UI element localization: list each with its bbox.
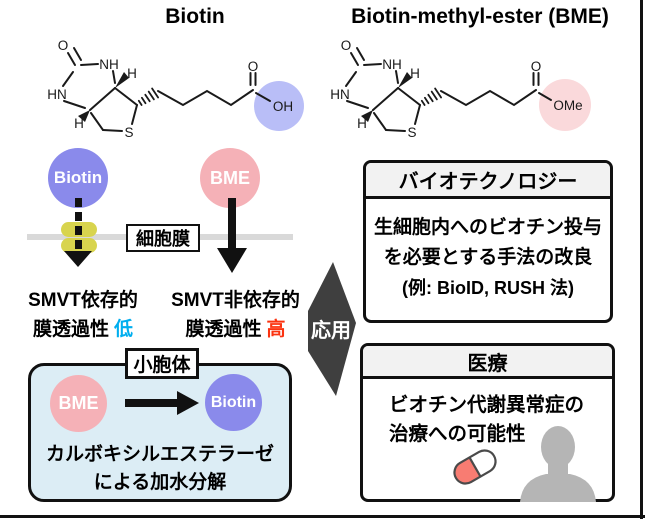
medical-header: 医療 — [363, 346, 612, 379]
atom-label: OMe — [553, 98, 582, 113]
biotin-wedge-bonds — [78, 72, 129, 122]
title-bme: Biotin-methyl-ester (BME) — [351, 5, 609, 28]
bme-bonds — [345, 47, 552, 132]
caption-line1: カルボキシルエステラーゼ — [45, 444, 274, 465]
bme-atom-labels: O NH H HN H S O OMe — [330, 38, 582, 140]
biotin-circle: Biotin — [48, 148, 108, 208]
bme-structure: O NH H HN H S O OMe — [330, 38, 591, 140]
person-icon — [520, 426, 596, 502]
smvt-dependent-line1: SMVT依存的 — [28, 290, 138, 311]
biotech-line1: 生細胞内へのビオチン投与 — [373, 217, 602, 238]
biotech-line3: (例: BioID, RUSH 法) — [402, 278, 574, 298]
atom-label: S — [407, 125, 416, 140]
biotin-bonds — [62, 47, 271, 132]
atom-label: NH — [99, 57, 119, 72]
biotech-line2: を必要とする手法の改良 — [383, 247, 593, 268]
dashed-arrow — [64, 198, 92, 267]
smvt-dependent-text: SMVT依存的 膜透過性低 — [13, 286, 153, 344]
bme-down-arrow — [217, 198, 247, 273]
atom-label: HN — [330, 87, 350, 102]
er-bme-circle: BME — [50, 375, 107, 432]
atom-label: H — [357, 116, 367, 131]
permeability-low-value: 低 — [114, 319, 134, 340]
atom-label: NH — [382, 57, 402, 72]
atom-label: H — [74, 116, 84, 131]
smvt-independent-text: SMVT非依存的 膜透過性高 — [163, 286, 308, 344]
caption-line2: による加水分解 — [93, 472, 227, 493]
atom-label: O — [531, 59, 542, 74]
title-biotin: Biotin — [165, 5, 225, 28]
ome-highlight-circle — [539, 79, 591, 131]
atom-label: O — [248, 59, 259, 74]
biotin-atom-labels: O NH H HN H S O OH — [47, 38, 293, 140]
biotin-structure: O NH H HN H S O OH — [47, 38, 304, 140]
bme-wedge-bonds — [361, 72, 412, 122]
biotech-header: バイオテクノロジー — [366, 163, 610, 199]
smvt-independent-line1: SMVT非依存的 — [171, 290, 300, 311]
frame-border-bottom — [0, 515, 645, 518]
smvt-dependent-line2: 膜透過性低 — [32, 319, 134, 340]
biotech-body: 生細胞内へのビオチン投与 を必要とする手法の改良 (例: BioID, RUSH… — [366, 213, 610, 303]
pill-icon — [453, 449, 497, 485]
atom-label: H — [410, 66, 420, 81]
permeability-high-value: 高 — [266, 319, 286, 340]
er-biotin-circle: Biotin — [205, 374, 262, 431]
atom-label: S — [124, 125, 133, 140]
er-label: 小胞体 — [125, 348, 199, 379]
bme-circle: BME — [200, 148, 260, 208]
application-arrow-label: 応用 — [311, 320, 351, 342]
atom-label: O — [341, 38, 352, 53]
smvt-independent-line2: 膜透過性高 — [185, 319, 286, 340]
atom-label: OH — [273, 99, 293, 114]
smvt-transporter — [61, 198, 97, 267]
biotin-hash-wedge — [137, 87, 159, 106]
frame-border-right — [640, 0, 643, 519]
application-arrow — [308, 262, 356, 396]
carboxylesterase-caption: カルボキシルエステラーゼ による加水分解 — [28, 441, 292, 497]
medical-line2: 治療への可能性 — [389, 423, 526, 445]
atom-label: HN — [47, 87, 67, 102]
biotech-box: バイオテクノロジー 生細胞内へのビオチン投与 を必要とする手法の改良 (例: B… — [363, 160, 613, 323]
oh-highlight-circle — [254, 81, 304, 131]
bme-hash-wedge — [420, 87, 442, 106]
atom-label: O — [58, 38, 69, 53]
membrane-label: 細胞膜 — [126, 224, 200, 252]
conversion-arrow — [125, 391, 199, 415]
medical-body: ビオチン代謝異常症の 治療への可能性 — [389, 391, 612, 449]
atom-label: H — [127, 66, 137, 81]
medical-line1: ビオチン代謝異常症の — [389, 394, 585, 416]
